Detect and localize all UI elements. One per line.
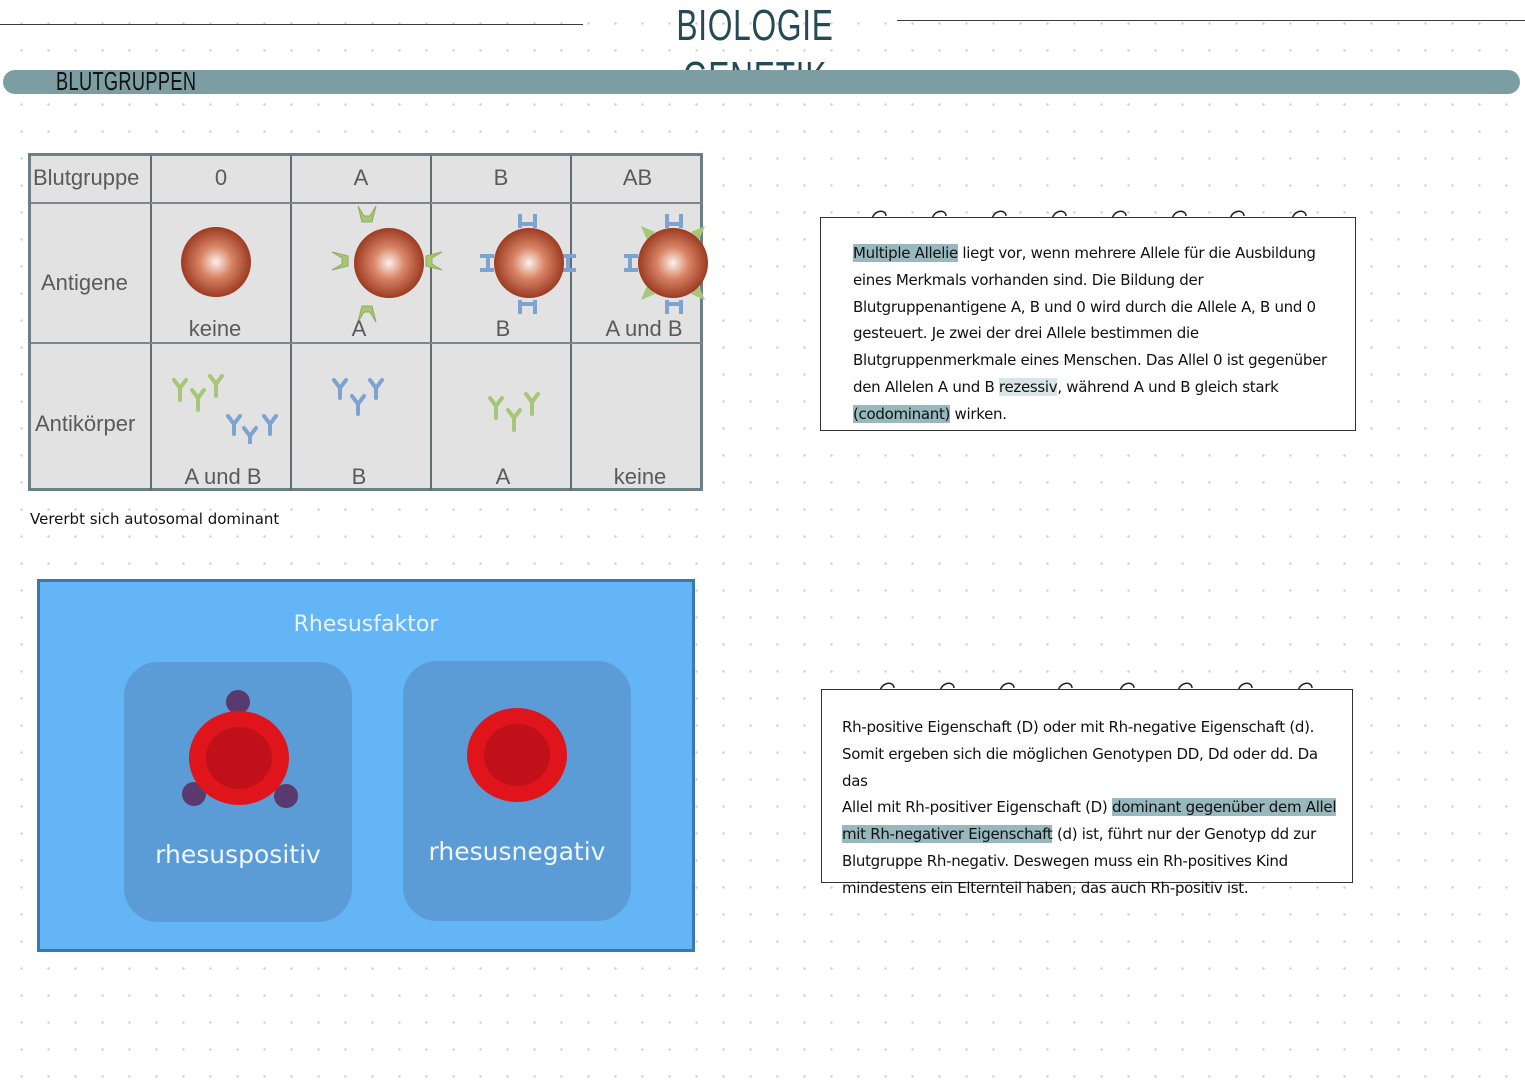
antibody-b-icon [332,378,384,416]
header-rule-right [897,20,1525,21]
rhesus-negative-label: rhesusnegativ [428,837,606,866]
red-cell-0 [181,227,251,297]
inheritance-note: Vererbt sich autosomal dominant [30,510,280,528]
highlight: mit Rh-negativer Eigenschaft [842,825,1053,844]
note-rhesus-vererbung: Rh-positive Eigenschaft (D) oder mit Rh-… [821,689,1353,897]
antibody-a-icon [172,374,224,412]
row-label-antigene: Antigene [41,270,128,295]
text-line: Blutgruppenmerkmale eines Menschen. Das … [853,351,1327,370]
highlight: (codominant) [853,404,951,423]
row-label-antikoerper: Antikörper [35,411,136,436]
text-line: Allel mit Rh-positiver Eigenschaft (D) [842,798,1112,817]
rhesus-negative-cell-icon [467,708,567,802]
antikoerper-ab: keine [613,464,667,489]
highlight: dominant gegenüber dem Allel [1111,798,1337,817]
text-line: Blutgruppenantigene A, B und 0 wird durc… [853,297,1316,316]
table-divider [570,156,572,491]
table-divider [150,156,152,491]
red-cell-ab-group [624,214,708,314]
table-header-b: B [493,165,509,190]
text-line: gesteuert. Je zwei der drei Allele besti… [853,324,1199,343]
antibody-illustrations [172,374,540,444]
table-header-ab: AB [622,165,653,190]
table-divider [290,156,292,491]
text-line: Rh-positive Eigenschaft (D) oder mit Rh-… [842,718,1315,736]
header-rule-left [0,24,583,25]
red-cell-b-group [480,214,576,314]
antikoerper-a: B [351,464,367,489]
antikoerper-0: A und B [184,464,262,489]
table-header-a: A [353,165,369,190]
text-line: den Allelen A und B [853,377,999,396]
highlight: Multiple Allelie [853,244,958,262]
rhesus-panel: Rhesusfaktor rhesuspositiv rhesusnegativ [37,579,695,952]
text-line: eines Merkmals vorhanden sind. Die Bildu… [853,270,1204,289]
red-cell-a-group [331,205,443,323]
text-line: (d) ist, führt nur der Genotyp dd zur [1052,825,1316,844]
section-bar [3,70,1520,94]
rhesus-title: Rhesusfaktor [293,612,439,637]
note-rhesus-text: Rh-positive Eigenschaft (D) oder mit Rh-… [842,714,1342,902]
antigene-ab: A und B [605,316,683,341]
antigen-illustrations [181,205,708,323]
section-title: BLUTGRUPPEN [56,66,197,96]
text-line: , während A und B gleich stark [1057,377,1279,396]
highlight: rezessiv [998,377,1058,396]
rhesus-positive-label: rhesuspositiv [155,840,321,869]
antigene-0: keine [188,316,242,341]
text-line: Somit ergeben sich die möglichen Genotyp… [842,744,1318,790]
table-divider [430,156,432,491]
rhesus-positive-cell-icon [182,690,298,808]
text-line: wirken. [950,404,1007,423]
antibody-a-icon [488,392,540,432]
table-divider [31,342,703,344]
table-divider [31,202,703,204]
table-header-0: 0 [214,165,228,190]
antigene-a: A [351,316,367,341]
text-line: Blutgruppe Rh-negativ. Deswegen muss ein… [842,851,1288,870]
text-line: liegt vor, wenn mehrere Allele für die A… [957,244,1316,262]
antigene-b: B [495,316,511,341]
note-multiple-allelie-text: Multiple Allelie liegt vor, wenn mehrere… [853,240,1343,428]
antikoerper-b: A [495,464,511,489]
antibody-b-icon [226,414,278,444]
note-multiple-allelie: Multiple Allelie liegt vor, wenn mehrere… [820,217,1356,431]
page-title: BIOLOGIE GENETIK [676,1,834,102]
table-header-blutgruppe: Blutgruppe [33,165,140,190]
rhesus-negative-card: rhesusnegativ [403,661,631,921]
blood-group-table: Blutgruppe 0 A B AB Antigene Antikörper [28,153,708,491]
rhesus-positive-card: rhesuspositiv [124,662,352,922]
text-line: mindestens ein Elternteil haben, das auc… [842,878,1249,897]
